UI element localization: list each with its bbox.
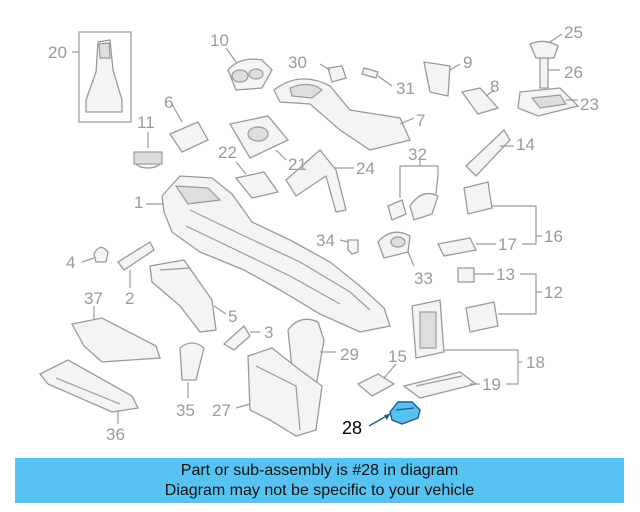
part-20-shift-boot (72, 31, 132, 123)
part-27-storage-bin (235, 347, 323, 437)
label-37: 37 (84, 289, 103, 308)
label-18: 18 (526, 353, 545, 372)
label-25: 25 (564, 23, 583, 42)
label-3: 3 (264, 323, 273, 342)
part-35-holder (179, 342, 205, 398)
part-36-rail (38, 359, 139, 424)
label-17: 17 (498, 235, 517, 254)
part-21-boot-frame (228, 115, 290, 161)
part-5-side-panel (149, 259, 227, 333)
part-15-pad (356, 363, 397, 397)
part-18-frame (411, 299, 522, 385)
label-22: 22 (218, 143, 237, 162)
part-3-bracket (222, 324, 260, 351)
label-6: 6 (164, 93, 173, 112)
label-29: 29 (340, 345, 359, 364)
part-26-shift-lever (539, 57, 560, 89)
label-36: 36 (106, 425, 125, 444)
part-6-trim-panel (169, 103, 209, 153)
label-16: 16 (544, 227, 563, 246)
label-20: 20 (48, 43, 67, 62)
label-13: 13 (496, 265, 515, 284)
label-1: 1 (134, 193, 143, 212)
part-7-upper-trim (273, 78, 415, 151)
label-8: 8 (490, 77, 499, 96)
part-33-knob (377, 231, 415, 267)
part-28-highlighted (368, 401, 421, 427)
part-4-cap (81, 246, 109, 263)
part-24-bracket (285, 149, 354, 213)
label-35: 35 (176, 401, 195, 420)
info-banner: Part or sub-assembly is #28 in diagram D… (15, 458, 624, 503)
label-19: 19 (482, 375, 501, 394)
part-17-switch-bar (437, 236, 537, 257)
part-32-switches (387, 160, 439, 221)
part-8-bracket (460, 87, 500, 115)
part-25-shift-knob (529, 33, 563, 59)
label-23: 23 (580, 95, 599, 114)
label-30: 30 (288, 53, 307, 72)
part-11-socket (133, 132, 163, 169)
part-14-trim-strip (465, 128, 514, 177)
label-24: 24 (356, 159, 375, 178)
label-34: 34 (316, 231, 335, 250)
part-22-insert (234, 161, 280, 199)
label-14: 14 (516, 135, 535, 154)
part-23-shifter-base (517, 87, 580, 117)
label-4: 4 (66, 253, 75, 272)
label-27: 27 (212, 401, 231, 420)
part-31-bulb (361, 67, 393, 87)
label-2: 2 (125, 289, 134, 308)
part-9-trim (423, 61, 461, 97)
label-33: 33 (414, 269, 433, 288)
label-5: 5 (228, 307, 237, 326)
label-10: 10 (210, 31, 229, 50)
label-15: 15 (388, 347, 407, 366)
banner-line-2: Diagram may not be specific to your vehi… (164, 482, 475, 499)
part-16-panel (463, 181, 542, 237)
part-19-tray (402, 371, 480, 399)
label-7: 7 (416, 111, 425, 130)
part-1-console-body (146, 175, 391, 333)
label-9: 9 (463, 53, 472, 72)
part-2-bracket (117, 241, 155, 288)
label-12: 12 (544, 283, 563, 302)
part-number-labels: 20 10 30 31 9 8 25 26 23 6 7 11 22 21 24… (48, 23, 599, 444)
part-37-trim-strip (71, 306, 161, 363)
label-28: 28 (342, 418, 362, 438)
part-12-panel (465, 292, 537, 333)
label-21: 21 (288, 155, 307, 174)
label-32: 32 (408, 145, 427, 164)
banner-line-1: Part or sub-assembly is #28 in diagram (180, 462, 459, 479)
label-26: 26 (564, 63, 583, 82)
part-30-clip (319, 63, 347, 83)
label-31: 31 (396, 79, 415, 98)
part-10-cup-holder (225, 47, 273, 91)
label-11: 11 (137, 113, 155, 132)
part-13-switch (457, 267, 542, 293)
part-34-screw (339, 239, 359, 255)
